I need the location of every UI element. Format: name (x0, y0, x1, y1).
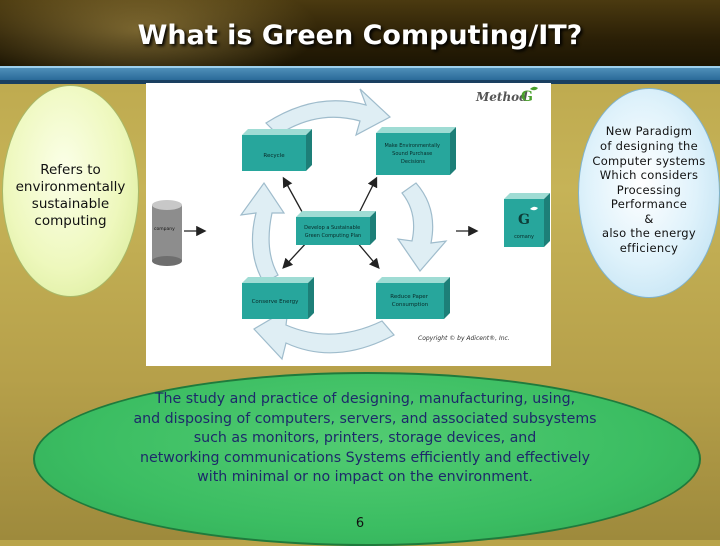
bottom-definition-oval (33, 372, 701, 546)
left-definition-oval: Refers to environmentally sustainable co… (2, 85, 139, 297)
cycle-arrows (239, 88, 448, 361)
right-cycle-arrow (396, 182, 448, 272)
box-plan-label: Develop a Sustainable Green Computing Pl… (304, 225, 362, 239)
leaf-icon (530, 86, 538, 91)
cycle-diagram-canvas: Method G Recycle (152, 86, 550, 361)
g-company-mark: G (518, 212, 530, 228)
box-decisions-label: Make Environmentally Sound Purchase Deci… (384, 143, 441, 165)
company-label: company (154, 227, 175, 232)
right-paradigm-oval: New Paradigm of designing the Computer s… (578, 88, 720, 298)
left-cycle-arrow (239, 181, 286, 284)
bottom-definition-text: The study and practice of designing, man… (133, 391, 597, 486)
slide-title: What is Green Computing/IT? (137, 20, 583, 51)
g-company-icon: G comany (504, 193, 550, 247)
box-recycle-label: Recycle (263, 153, 285, 159)
title-divider (0, 66, 720, 84)
left-definition-text: Refers to environmentally sustainable co… (15, 162, 126, 229)
green-computing-cycle-diagram: Method G Recycle (146, 83, 551, 366)
company-database-icon: company (152, 200, 182, 266)
box-recycle: Recycle (242, 129, 312, 171)
top-cycle-arrow (265, 88, 392, 137)
logo-text: Method (475, 90, 528, 104)
box-reduce: Reduce Paper Consumption (376, 277, 450, 319)
g-company-leaf-icon (530, 206, 538, 211)
box-conserve: Conserve Energy (242, 277, 314, 319)
copyright-text: Copyright © by Adicent®, Inc. (418, 335, 510, 342)
box-decisions: Make Environmentally Sound Purchase Deci… (376, 127, 456, 175)
page-number: 6 (355, 516, 365, 531)
box-reduce-label: Reduce Paper Consumption (390, 294, 429, 308)
methodg-logo: Method G (475, 86, 538, 105)
box-conserve-label: Conserve Energy (252, 299, 300, 305)
box-plan: Develop a Sustainable Green Computing Pl… (296, 211, 376, 245)
right-paradigm-text: New Paradigm of designing the Computer s… (592, 124, 706, 256)
g-company-label: comany (514, 234, 534, 240)
arrow-to-reduce (355, 240, 380, 269)
arrow-to-conserve (282, 240, 309, 269)
title-bar: What is Green Computing/IT? (0, 0, 720, 66)
logo-mark: G (521, 89, 533, 105)
